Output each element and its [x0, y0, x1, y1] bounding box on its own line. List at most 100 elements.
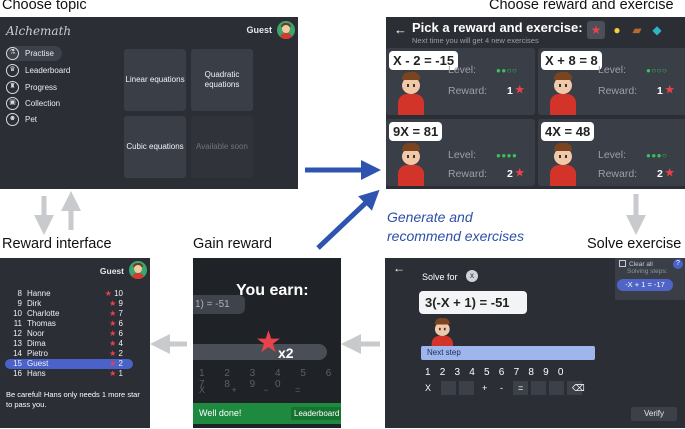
- ghost-equation: 1) = -51: [193, 295, 245, 314]
- topic-linear-equations[interactable]: Linear equations: [124, 49, 186, 111]
- caption-reward-interface: Reward interface: [2, 236, 112, 252]
- score-value: 2: [118, 349, 123, 358]
- reward-value: 2: [657, 168, 663, 180]
- number-keypad[interactable]: 1234567890: [425, 367, 573, 378]
- avatar[interactable]: [129, 261, 147, 279]
- verify-button[interactable]: Verify: [631, 407, 677, 421]
- score: ★ 2: [109, 349, 123, 358]
- player-name: Hanne: [27, 289, 51, 298]
- reward-exercise-screen: ← Pick a reward and exercise: Next time …: [386, 17, 685, 189]
- next-step-button[interactable]: Next step: [421, 346, 595, 360]
- leaderboard-button[interactable]: Leaderboard: [291, 407, 341, 420]
- pet-icon: ☻: [6, 113, 19, 126]
- reward-label: Reward:: [448, 85, 488, 97]
- back-button[interactable]: ←: [394, 22, 407, 37]
- coin-icon[interactable]: ●: [613, 23, 621, 37]
- sidebar-item-practise[interactable]: ⚗Practise: [6, 46, 62, 61]
- star-icon[interactable]: ★: [587, 21, 605, 39]
- caption-choose-topic: Choose topic: [2, 0, 87, 13]
- multiplier: x2: [278, 345, 294, 361]
- player-name: Dima: [27, 339, 46, 348]
- avatar[interactable]: [277, 21, 295, 39]
- score: ★ 7: [109, 309, 123, 318]
- clear-all-checkbox[interactable]: Clear all: [619, 260, 653, 268]
- rank: 15: [13, 359, 22, 368]
- rank: 16: [13, 369, 22, 378]
- sidebar-item-collection[interactable]: ▣Collection: [6, 96, 68, 111]
- solve-for-label: Solve for: [422, 272, 458, 282]
- reward-label: Reward:: [598, 85, 638, 97]
- user-name: Guest: [246, 25, 272, 35]
- score-value: 10: [114, 289, 123, 298]
- key-plus[interactable]: +: [482, 383, 488, 393]
- sidebar-item-pet[interactable]: ☻ Pet: [6, 112, 45, 127]
- caption-solve-exercise: Solve exercise: [587, 236, 682, 252]
- solving-step[interactable]: -X + 1 = -17: [617, 279, 673, 291]
- ghost-keypad: 1 2 3 4 5 6 7 8 9 0: [199, 368, 340, 390]
- exercise-card[interactable]: 4X = 48 Level: ●●●○ Reward: 2 ★: [538, 119, 685, 186]
- fish-icon[interactable]: ◆: [652, 23, 662, 37]
- level-dots: ●○○○: [646, 66, 668, 75]
- sidebar-item-label: Pet: [25, 115, 38, 124]
- leaderboard-note: Be careful! Hans only needs 1 more star …: [6, 390, 140, 409]
- reward-value: 2: [507, 168, 513, 180]
- key-x[interactable]: X: [425, 383, 432, 393]
- player-name: Pietro: [27, 349, 48, 358]
- score-value: 1: [118, 369, 123, 378]
- level-label: Level:: [448, 64, 477, 76]
- topic-screen: Alchemath Guest ⚗Practise ♛Leaderboard ♜…: [0, 17, 298, 189]
- sidebar-item-progress[interactable]: ♜Progress: [6, 80, 65, 95]
- score-value: 7: [118, 309, 123, 318]
- table-row: 14 Pietro ★ 2: [5, 349, 133, 359]
- level-dots: ●●●○: [646, 151, 668, 160]
- back-button[interactable]: ←: [393, 261, 405, 275]
- crown-icon: ♛: [6, 64, 19, 77]
- potion-icon: x: [466, 270, 478, 282]
- sidebar-item-label: Collection: [25, 99, 61, 108]
- topic-quadratic-equations[interactable]: Quadratic equations: [191, 49, 253, 111]
- score-value: 9: [118, 299, 123, 308]
- character-image: [396, 72, 426, 115]
- rank: 9: [17, 299, 22, 308]
- score: ★ 1: [109, 369, 123, 378]
- star-icon: ★: [255, 326, 282, 359]
- page-subtitle: Next time you will get 4 new exercises: [412, 36, 539, 45]
- topic-cubic-equations[interactable]: Cubic equations: [124, 116, 186, 178]
- score-value: 6: [118, 329, 123, 338]
- caption-recommend: recommend exercises: [387, 228, 524, 244]
- help-icon[interactable]: ?: [673, 259, 683, 269]
- sidebar-item-label: Practise: [25, 49, 54, 58]
- star-icon: ★: [515, 84, 525, 96]
- reward-label: Reward:: [448, 168, 488, 180]
- exercise-card[interactable]: X + 8 = 8 Level: ●○○○ Reward: 1 ★: [538, 48, 685, 115]
- topic-available-soon: Available soon: [191, 116, 253, 178]
- star-icon: ★: [515, 167, 525, 179]
- character-image: [396, 143, 426, 186]
- exercise-card[interactable]: 9X = 81 Level: ●●●● Reward: 2 ★: [386, 119, 535, 186]
- key-equals[interactable]: =: [518, 383, 524, 393]
- trophy-icon: ♜: [6, 81, 19, 94]
- caption-gain-reward: Gain reward: [193, 236, 272, 252]
- equation: X - 2 = -15: [389, 51, 459, 70]
- level-label: Level:: [448, 149, 477, 161]
- level-label: Level:: [598, 64, 627, 76]
- key-minus[interactable]: -: [500, 383, 503, 393]
- rank: 10: [13, 309, 22, 318]
- score-value: 6: [118, 319, 123, 328]
- reward-label: Reward:: [598, 168, 638, 180]
- sidebar-item-leaderboard[interactable]: ♛Leaderboard: [6, 63, 78, 78]
- player-name: Charlotte: [27, 309, 60, 318]
- operator-keys-bg: [421, 381, 586, 395]
- backspace-icon[interactable]: ⌫: [572, 383, 585, 393]
- level-dots: ●●●●: [496, 151, 518, 160]
- exercise-card[interactable]: X - 2 = -15 Level: ●●○○ Reward: 1 ★: [386, 48, 535, 115]
- chest-icon[interactable]: ▰: [632, 23, 642, 37]
- table-row: 16 Hans ★ 1: [5, 369, 133, 379]
- player-name: Hans: [27, 369, 46, 378]
- rank: 14: [13, 349, 22, 358]
